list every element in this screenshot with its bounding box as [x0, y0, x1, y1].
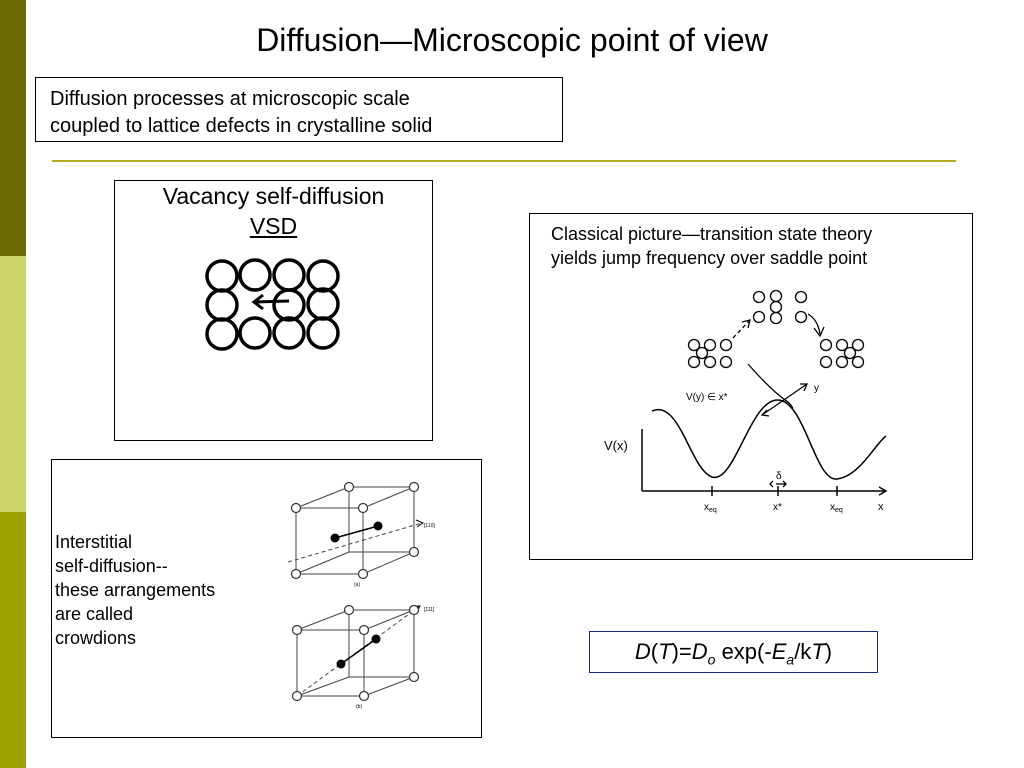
classical-box: Classical picture—transition state theor… [529, 213, 973, 560]
x-eq-right-label: xeq [830, 502, 843, 514]
caption-a: (a) [354, 582, 360, 588]
cube-atom [408, 481, 420, 493]
atom [687, 355, 701, 369]
y-direction-label: y [814, 383, 819, 394]
atom [306, 287, 340, 321]
interstitial-atom [330, 533, 340, 543]
crowdion-cube-111 [296, 605, 421, 697]
arrhenius-formula: D(T)=Do exp(-Ea/kT) [589, 631, 878, 673]
interstitial-line-3: these arrangements [55, 580, 216, 600]
cube-atom [408, 604, 420, 616]
potential-axes [641, 429, 888, 496]
cube-atom [408, 671, 420, 683]
atom [752, 290, 766, 304]
vacancy-lattice-figure [205, 258, 340, 351]
interstitial-atom [336, 659, 346, 669]
x-eq-left-label: xeq [704, 502, 717, 514]
cube-atom [343, 481, 355, 493]
transition-arrows [732, 313, 825, 339]
atom [769, 311, 783, 325]
atom [851, 355, 865, 369]
saddle-directions [747, 363, 808, 488]
atom [238, 316, 272, 350]
atom [769, 300, 783, 314]
interstitial-box: Interstitial self-diffusion-- these arra… [51, 459, 482, 738]
cube-atom [358, 624, 370, 636]
atom [752, 310, 766, 324]
atom [695, 346, 709, 360]
intro-box: Diffusion processes at microscopic scale… [35, 77, 563, 142]
caption-b: (b) [356, 704, 362, 710]
atom [794, 310, 808, 324]
jump-arrow [251, 293, 290, 311]
intro-line-1: Diffusion processes at microscopic scale [50, 88, 410, 110]
cube-atom [343, 604, 355, 616]
atom [205, 317, 239, 351]
interstitial-line-2: self-diffusion-- [55, 556, 168, 576]
atom [238, 258, 272, 292]
crowdion-figures: [110] (a) [111] (b) [287, 481, 435, 710]
sidebar-stripe-bottom [0, 512, 26, 768]
atom [205, 259, 239, 293]
atom [769, 289, 783, 303]
atom [819, 355, 833, 369]
saddle-point-figure: V(x) V(y) ∈ x* y δ xeq x* xeq x [604, 289, 888, 514]
atom [851, 338, 865, 352]
slide-title: Diffusion—Microscopic point of view [256, 22, 768, 58]
atom [719, 355, 733, 369]
cube-atom [291, 624, 303, 636]
classical-line-2: yields jump frequency over saddle point [551, 248, 868, 268]
atom [703, 355, 717, 369]
cube-atom [290, 568, 302, 580]
cube-atom [357, 502, 369, 514]
interstitial-atom [371, 634, 381, 644]
atom [794, 290, 808, 304]
vacancy-box: Vacancy self-diffusion VSD [114, 180, 433, 441]
cube-atom [357, 568, 369, 580]
atom [272, 316, 306, 350]
cube-atom [291, 690, 303, 702]
vacancy-title: Vacancy self-diffusion [162, 183, 385, 209]
vacancy-abbrev: VSD [249, 213, 298, 239]
x-axis-label: x [878, 501, 884, 513]
atom [703, 338, 717, 352]
atom [272, 258, 306, 292]
classical-line-1: Classical picture—transition state theor… [551, 224, 873, 244]
atom [205, 288, 239, 322]
atom [835, 338, 849, 352]
cube-atom [290, 502, 302, 514]
atom [687, 338, 701, 352]
direction-label-111: [111] [424, 607, 435, 613]
cube-atom [358, 690, 370, 702]
divider-rule [52, 160, 956, 162]
interstitial-line-1: Interstitial [55, 532, 133, 552]
x-star-label: x* [773, 502, 782, 513]
interstitial-atom [373, 521, 383, 531]
interstitial-line-4: are called [55, 604, 134, 624]
intro-line-2: coupled to lattice defects in crystallin… [50, 115, 433, 137]
atom [306, 316, 340, 350]
sidebar-stripe-middle [0, 256, 26, 512]
interstitial-line-5: crowdions [55, 628, 137, 648]
atom [306, 259, 340, 293]
cube-atom [408, 546, 420, 558]
direction-label-110: [110] [424, 523, 435, 529]
crowdion-cube-110 [287, 486, 425, 575]
saddle-potential-label: V(y) ∈ x* [686, 392, 728, 403]
delta-label: δ [776, 471, 782, 482]
atom [843, 346, 857, 360]
potential-label: V(x) [604, 438, 628, 453]
atom [272, 288, 306, 322]
sidebar-stripe-top [0, 0, 26, 256]
atom [819, 338, 833, 352]
atom [835, 355, 849, 369]
atom [719, 338, 733, 352]
potential-curve [651, 399, 887, 480]
